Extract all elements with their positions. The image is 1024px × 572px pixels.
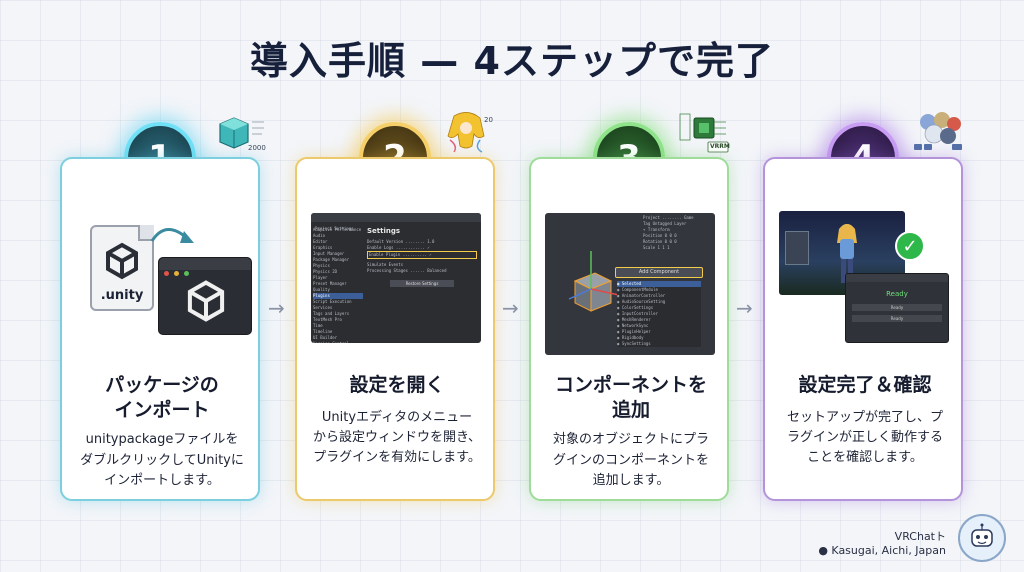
ready-button-1[interactable]: Ready (852, 304, 942, 311)
step-4-desc-line1: セットアップが完了し、プ (786, 409, 943, 425)
scene-cube-icon (568, 251, 620, 312)
step-3-desc-line1: 対象のオブジェクトにプラ (552, 432, 709, 448)
chip-icon: VRRM (678, 110, 730, 158)
step-2-desc-line3: プラグインを有効にします。 (313, 449, 481, 465)
ready-panel-screenshot: Ready Ready Ready (845, 273, 949, 343)
curved-arrow-icon (150, 228, 194, 243)
unity-file-icon: .unity (90, 225, 154, 311)
step-2-title-line1: 設定を開く (349, 374, 445, 396)
step-arrow-2: → (502, 296, 519, 320)
character-icon-caption: 20 (484, 116, 493, 124)
step-2-desc-line2: から設定ウィンドウを開き、 (312, 429, 482, 445)
project-settings-window-title: Project Settings (315, 226, 354, 231)
step-3-title-line2: 追加 (611, 398, 650, 421)
inspector-screenshot: Project ........ Game Tag Untagged Layer… (545, 213, 715, 355)
step-3-card: Project ........ Game Tag Untagged Layer… (529, 157, 729, 501)
step-arrow-1: → (268, 296, 285, 320)
robot-avatar-icon (958, 514, 1006, 562)
step-4-card: ✓ Ready Ready Ready 設定完了＆確認 セットアップが完了し、プ… (763, 157, 963, 501)
step-3-desc-line3: 追加します。 (592, 472, 670, 488)
avatar-figure-icon (837, 224, 857, 283)
step-1-card: .unity パッケージの インポート unitypackageファイルを ダブ… (60, 157, 260, 501)
character-icon: 20 (444, 110, 493, 158)
step-1-desc-line1: unitypackageファイルを (85, 432, 239, 448)
footer-brand: VRChatト (894, 530, 946, 543)
step-arrow-3: → (736, 296, 753, 320)
unity-editor-window (158, 257, 252, 335)
step-4-title-line1: 設定完了＆確認 (798, 374, 932, 396)
unity-file-label: .unity (100, 288, 144, 303)
step-1-title-line2: インポート (114, 398, 210, 421)
spheres-icon (910, 110, 970, 158)
add-component-button[interactable]: Add Component (615, 267, 703, 278)
step-3-title-line1: コンポーネントを (554, 374, 707, 396)
step-4-desc-line2: ラグインが正しく動作する (786, 429, 943, 445)
cube-icon: 2000 (216, 114, 268, 158)
step-1-desc-line2: ダブルクリックしてUnityに (80, 452, 244, 468)
step-3-desc-line2: グインのコンポーネントを (552, 452, 709, 468)
ready-button-2[interactable]: Ready (852, 315, 942, 322)
cube-icon-caption: 2000 (248, 144, 266, 152)
step-1-title-line1: パッケージの (105, 374, 219, 396)
settings-panel-heading: Settings (367, 227, 401, 235)
ready-status-label: Ready (886, 290, 908, 298)
restore-settings-button[interactable]: Restore Settings (390, 280, 454, 287)
footer-location: Kasugai, Aichi, Japan (831, 544, 946, 557)
checkmark-icon: ✓ (895, 231, 925, 261)
step-4-desc-line3: ことを確認します。 (807, 449, 923, 465)
step-2-desc-line1: Unityエディタのメニュー (321, 409, 473, 425)
step-1-desc-line3: インポートします。 (104, 472, 220, 488)
page-title: 導入手順 — 4ステップで完了 (250, 39, 774, 83)
chip-icon-caption: VRRM (710, 143, 730, 150)
footer-location-row: ● Kasugai, Aichi, Japan (818, 544, 946, 557)
location-pin-icon: ● (818, 544, 828, 557)
